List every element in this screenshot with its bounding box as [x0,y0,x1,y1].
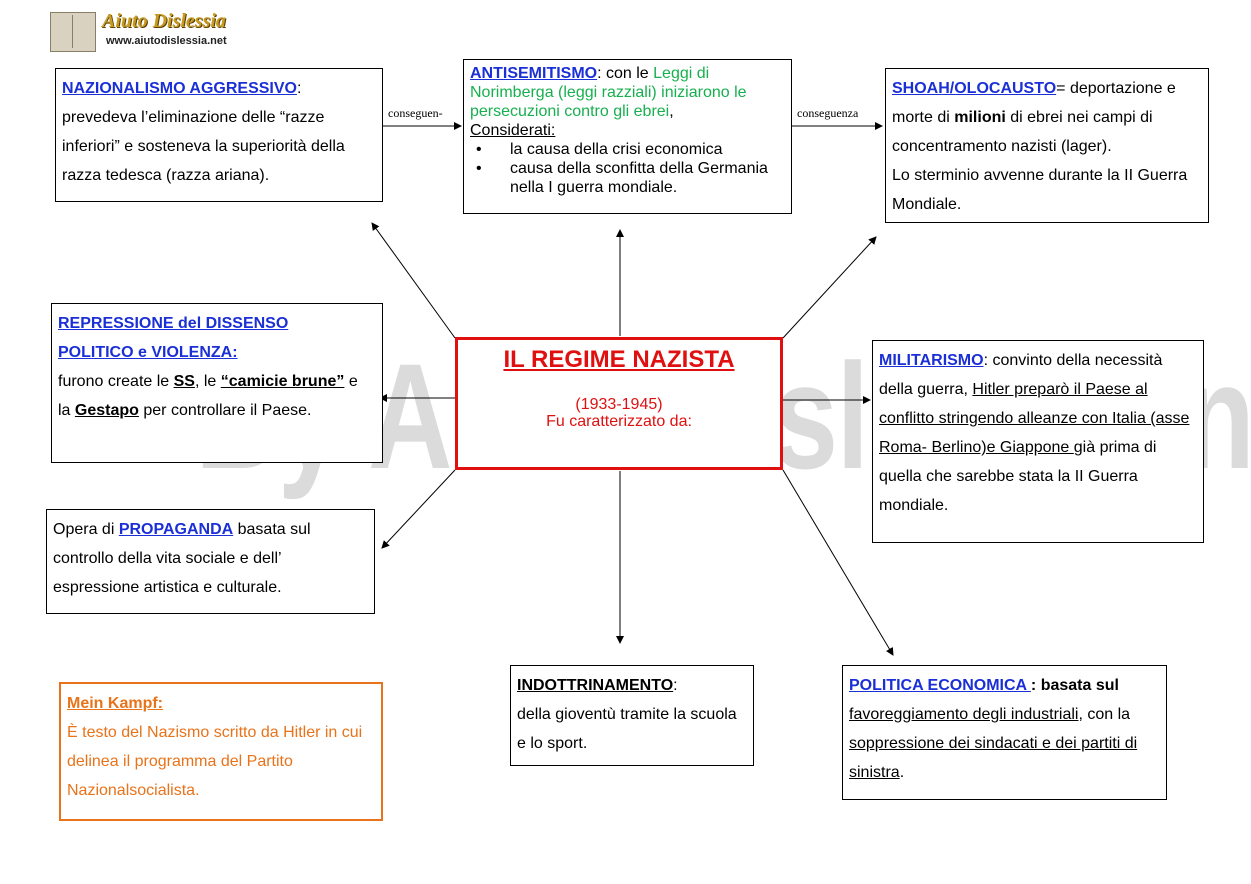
box-nazionalismo: NAZIONALISMO AGGRESSIVO: prevedeva l’eli… [55,68,383,202]
militarismo-t2: già prima di quella che sarebbe stata la… [879,439,1157,514]
repressione-camicie: “camicie brune” [220,373,345,390]
antisemitismo-considerati: Considerati: [470,122,556,139]
repressione-t2: , le [194,373,221,390]
nazionalismo-heading: NAZIONALISMO AGGRESSIVO [62,80,297,97]
nazionalismo-colon: : [296,80,302,97]
repressione-t4: per controllare il Paese. [138,402,312,419]
shoah-t3: Lo sterminio avvenne durante la II Guerr… [892,167,1188,213]
propaganda-t1: Opera di [53,521,119,538]
logo-site: www.aiutodislessia.net [106,35,227,47]
repressione-heading-1: REPRESSIONE del DISSENSO [58,315,289,332]
center-period: (1933-1945) [575,396,663,413]
meinkampf-text: È testo del Nazismo scritto da Hitler in… [67,724,363,799]
label-conseguenza: conseguenza [797,106,859,120]
arrow-to-politica [782,469,894,656]
box-antisemitismo: ANTISEMITISMO: con le Leggi di Norimberg… [463,59,792,214]
antisemitismo-heading: ANTISEMITISMO [470,65,598,82]
arrow-to-propaganda [381,469,456,549]
propaganda-heading: PROPAGANDA [118,521,234,538]
center-box: IL REGIME NAZISTA (1933-1945) Fu caratte… [455,337,783,470]
indottrinamento-text: della gioventù tramite la scuola e lo sp… [517,706,737,752]
meinkampf-heading: Mein Kampf: [67,695,163,712]
repressione-t1: furono create le [58,373,174,390]
politica-u2: soppressione dei sindacati e dei partiti… [849,735,1138,781]
center-title: IL REGIME NAZISTA [503,346,735,373]
center-subtitle: Fu caratterizzato da: [546,413,692,430]
box-militarismo: MILITARISMO: convinto della necessità de… [872,340,1204,543]
indottrinamento-t1: : [673,677,678,694]
militarismo-u1: Hitler preparò il Paese al conflitto str… [879,381,1190,456]
arrow-to-shoah [782,236,877,339]
box-propaganda: Opera di PROPAGANDA basata sul controllo… [46,509,375,614]
label-conseguen: conseguen- [388,106,443,120]
shoah-milioni: milioni [954,109,1006,126]
militarismo-heading: MILITARISMO [879,352,984,369]
box-shoah: SHOAH/OLOCAUSTO= deportazione e morte di… [885,68,1209,223]
arrow-to-nazionalismo [371,222,456,339]
logo-brand: Aiuto Dislessia [102,10,226,32]
shoah-t2: di ebrei nei campi di concentramento naz… [892,109,1153,155]
politica-u1: favoreggiamento degli industriali [849,706,1079,723]
shoah-t1: = deportazione e morte di [892,80,1176,126]
repressione-heading-2: POLITICO e VIOLENZA: [58,344,238,361]
antisemitismo-t2: , [669,103,674,120]
indottrinamento-heading: INDOTTRINAMENTO [517,677,674,694]
antisemitismo-t1: : con le [597,65,654,82]
list-item: la causa della crisi economica [470,140,785,159]
politica-heading: POLITICA ECONOMICA [849,677,1031,694]
repressione-t3: e la [58,373,358,419]
nazionalismo-text: prevedeva l’eliminazione delle “razze in… [62,109,345,184]
politica-t3: . [899,764,905,781]
logo: Aiuto Dislessia www.aiutodislessia.net [50,10,240,55]
list-item: causa della sconfitta della Germania nel… [470,159,785,197]
box-repressione: REPRESSIONE del DISSENSO POLITICO e VIOL… [51,303,383,463]
antisemitismo-list: la causa della crisi economica causa del… [470,140,785,197]
box-indottrinamento: INDOTTRINAMENTO: della gioventù tramite … [510,665,754,766]
propaganda-t2: basata sul controllo della vita sociale … [53,521,311,596]
militarismo-t1: : convinto della necessità della guerra, [879,352,1163,398]
repressione-gestapo: Gestapo [74,402,139,419]
book-icon [50,12,96,52]
shoah-heading: SHOAH/OLOCAUSTO [892,80,1057,97]
box-mein-kampf: Mein Kampf: È testo del Nazismo scritto … [59,682,383,821]
politica-t1: : basata sul [1030,677,1119,694]
box-politica: POLITICA ECONOMICA : basata sul favoregg… [842,665,1167,800]
antisemitismo-leggi: Leggi di Norimberga (leggi razziali) ini… [470,65,747,120]
politica-t2: , con la [1078,706,1131,723]
repressione-ss: SS [173,373,195,390]
